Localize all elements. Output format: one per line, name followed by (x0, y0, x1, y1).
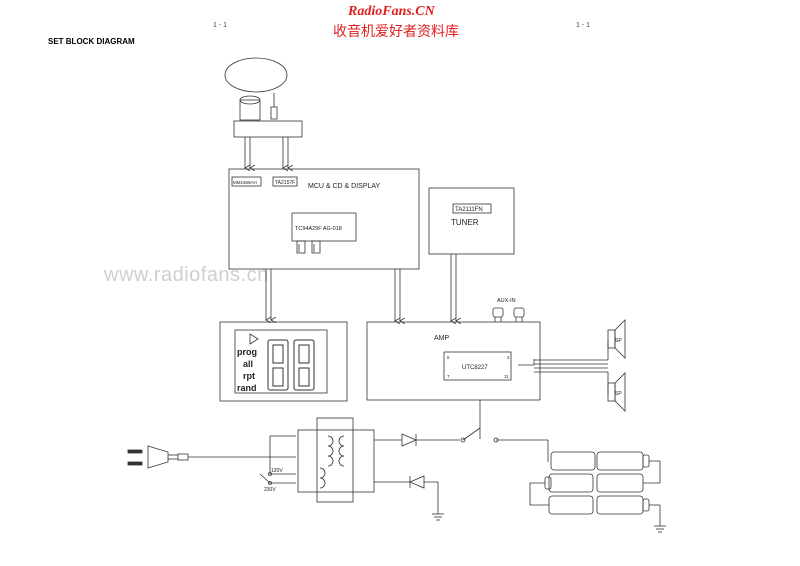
amp-pin-2: 2 (507, 355, 510, 360)
speaker-output-lines (518, 340, 609, 395)
display-label-rpt: rpt (243, 371, 255, 381)
ground-icon (432, 513, 444, 521)
page-title: SET BLOCK DIAGRAM (48, 37, 135, 46)
speaker-top-label: SP (615, 338, 622, 344)
cd-pickup-icon (224, 57, 303, 168)
watermark: www.radiofans.cn (104, 264, 269, 286)
amp-block-label: AMP (434, 335, 450, 342)
mcu-chip-3-label: TC94A29F AG-018 (295, 226, 342, 232)
mcu-chip-1-label: MM1669AH (233, 180, 257, 185)
display-block (219, 321, 348, 402)
battery-pack (529, 451, 661, 526)
rectifier-diode-top (374, 433, 460, 447)
mains-plug-icon (127, 445, 296, 469)
amp-pin-6: 6 (447, 355, 450, 360)
voltage-120-label: 120V (271, 468, 283, 474)
battery-ground-icon (654, 525, 666, 533)
aux-in-jacks (492, 307, 525, 322)
mcu-block-label: MCU & CD & DISPLAY (308, 183, 381, 190)
amp-chip-label: UTC8227 (462, 365, 488, 371)
brand-chinese-name: 收音机爱好者资料库 (333, 24, 459, 40)
brand-name: RadioFans.CN (348, 4, 435, 19)
tuner-block-label: TUNER (451, 218, 479, 227)
amp-pin-7: 7 (447, 374, 450, 379)
speaker-bottom-icon (607, 372, 626, 412)
speaker-top-icon (607, 319, 626, 359)
tuner-block (428, 187, 515, 255)
display-label-rand: rand (237, 383, 257, 393)
display-label-prog: prog (237, 347, 257, 357)
page-number-right: 1 - 1 (576, 22, 591, 29)
seven-segment-digit-1 (267, 339, 289, 391)
tuner-chip-label: TA2111FN (455, 207, 483, 213)
rectifier-diode-bottom (374, 475, 439, 514)
amp-block (366, 321, 541, 401)
display-label-all: all (243, 359, 253, 369)
page-number-left: 1 - 1 (213, 22, 228, 29)
power-transformer (297, 417, 375, 503)
voltage-230-label: 230V (264, 487, 276, 493)
power-switch (460, 427, 549, 462)
mcu-cd-display-block (228, 168, 420, 270)
speaker-bottom-label: SP (615, 391, 622, 397)
mcu-chip-2-label: TA2157F (275, 180, 295, 186)
voltage-selector (259, 435, 296, 485)
amp-pin-11: 11 (504, 374, 509, 379)
seven-segment-digit-2 (293, 339, 315, 391)
aux-in-label: AUX-IN (497, 298, 516, 304)
